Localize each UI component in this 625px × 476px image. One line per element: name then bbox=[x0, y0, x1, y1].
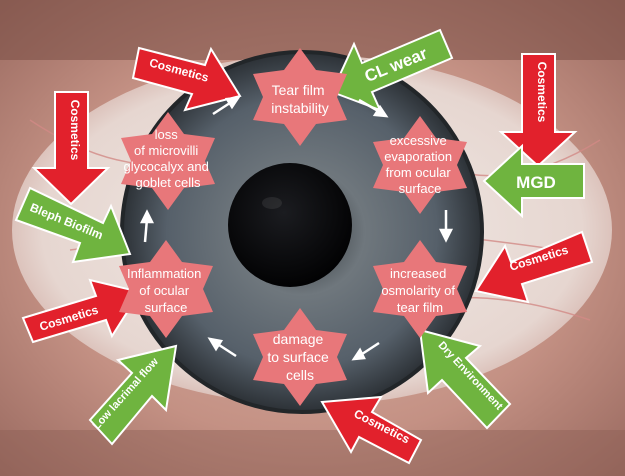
lower-lid-shadow bbox=[0, 430, 625, 476]
pupil bbox=[228, 163, 352, 287]
pupil-highlight bbox=[262, 197, 282, 209]
cosmetics-label-2: Cosmetics bbox=[535, 62, 549, 123]
mgd-label: MGD bbox=[516, 173, 556, 192]
cosmetics-label-3: Cosmetics bbox=[68, 100, 82, 161]
